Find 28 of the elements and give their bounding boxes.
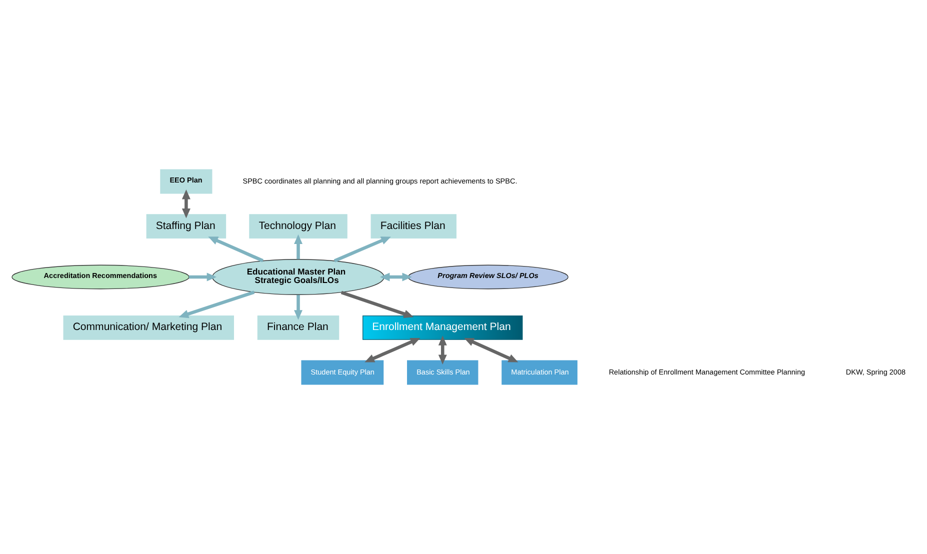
- node-box: Facilities Plan: [370, 214, 456, 239]
- arrow: [178, 290, 255, 318]
- arrow: [334, 236, 391, 262]
- arrow: [294, 234, 303, 260]
- arrow: [380, 272, 412, 282]
- node-ellipse: Accreditation Recommendations: [12, 264, 190, 290]
- label: Relationship of Enrollment Management Committee Planning: [608, 367, 806, 376]
- arrow: [438, 336, 447, 364]
- node-box: Finance Plan: [257, 315, 340, 340]
- label: SPBC coordinates all planning and all planning groups report achievements to SPBC.: [242, 176, 518, 186]
- arrow: [188, 272, 217, 282]
- node-box: Matriculation Plan: [502, 360, 578, 385]
- arrow: [182, 189, 190, 218]
- node-ellipse: Educational Master Plan Strategic Goals/ILOs: [212, 259, 384, 295]
- arrow: [364, 338, 420, 362]
- arrow: [294, 294, 303, 320]
- node-box: Basic Skills Plan: [407, 360, 478, 385]
- node-box: Technology Plan: [249, 214, 348, 239]
- arrow: [464, 338, 518, 362]
- node-box: Staffing Plan: [146, 214, 226, 239]
- label: DKW, Spring 2008: [846, 367, 906, 376]
- node-ellipse: Program Review SLOs/ PLOs: [408, 264, 568, 290]
- arrow: [208, 236, 264, 262]
- arrow: [340, 290, 414, 318]
- node-box: Student Equity Plan: [301, 360, 384, 385]
- node-box: EEO Plan: [160, 169, 212, 194]
- node-box: Enrollment Management Plan: [362, 315, 523, 340]
- node-box: Communication/ Marketing Plan: [63, 315, 234, 340]
